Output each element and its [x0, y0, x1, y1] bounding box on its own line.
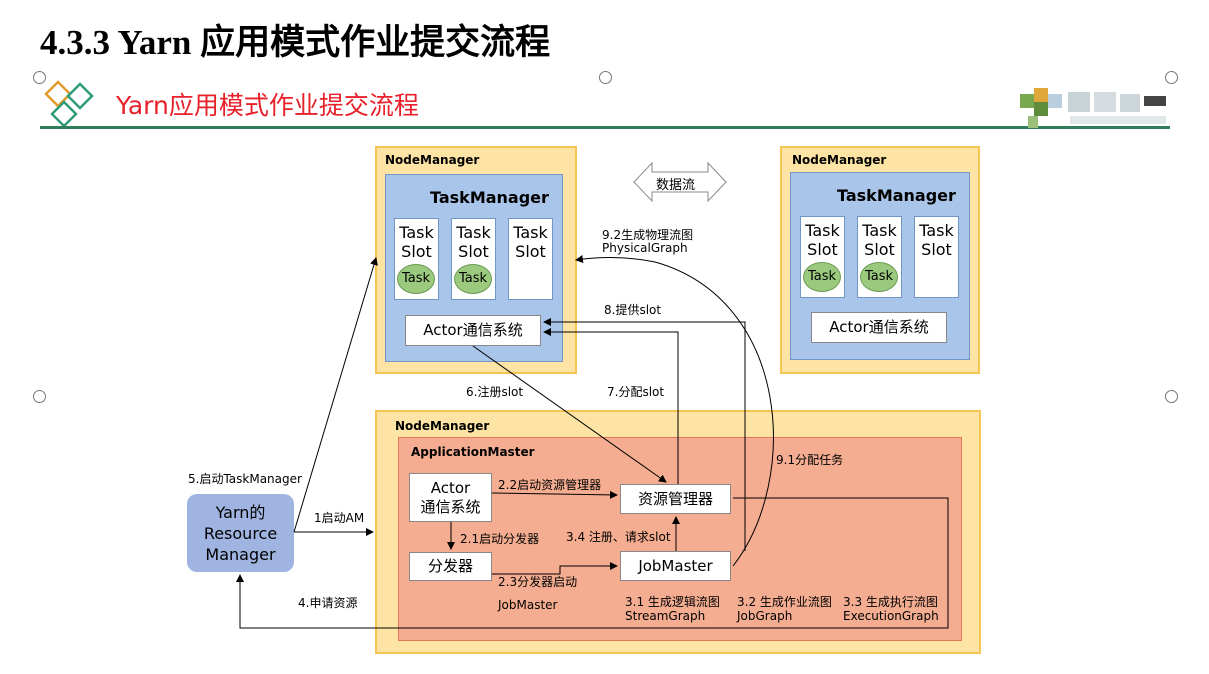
dispatcher-box: 分发器: [409, 552, 492, 581]
task-slot-label-1: Task: [399, 223, 434, 242]
step-5-label: 5.启动TaskManager: [188, 472, 302, 486]
step-3-4-label: 3.4 注册、请求slot: [566, 530, 671, 544]
step-9-2-label: 9.2生成物理流图: [602, 228, 694, 242]
task-node: Task: [454, 264, 492, 294]
step-3-3-label: 3.3 生成执行流图: [843, 595, 938, 609]
step-9-1-label: 9.1分配任务: [776, 453, 844, 467]
title-rule: [40, 126, 1170, 129]
step-3-1-label: 3.1 生成逻辑流图: [625, 595, 720, 609]
data-flow-label: 数据流: [656, 178, 696, 193]
actor-system-2: Actor通信系统: [811, 312, 947, 343]
task-slot-label-1: Task: [862, 221, 897, 240]
task-slot-label-1: Task: [456, 223, 491, 242]
selection-handle-top-center[interactable]: [599, 71, 612, 84]
am-actor-line1: Actor: [430, 479, 471, 497]
step-3-2-label: 3.2 生成作业流图: [737, 595, 832, 609]
yarn-resource-manager: Yarn的 Resource Manager: [187, 494, 294, 572]
task-slot: Task Slot: [508, 218, 553, 300]
data-flow-arrow-icon: [633, 161, 727, 203]
task-slot-label-2: Slot: [458, 242, 489, 261]
step-2-3-jobmaster-label: JobMaster: [498, 598, 558, 612]
yarn-rm-line1: Yarn的: [215, 503, 266, 522]
task-slot-label-2: Slot: [401, 242, 432, 261]
task-slot-label-2: Slot: [864, 240, 895, 259]
am-actor-line2: 通信系统: [420, 498, 481, 516]
node-manager-1-label: NodeManager: [385, 153, 480, 167]
task-node: Task: [803, 262, 841, 292]
node-manager-3-label: NodeManager: [395, 419, 490, 433]
selection-handle-top-left[interactable]: [33, 71, 46, 84]
task-node: Task: [860, 262, 898, 292]
task-manager-1-label: TaskManager: [430, 188, 549, 207]
selection-handle-middle-left[interactable]: [33, 390, 46, 403]
task-slot: Task Slot: [914, 216, 959, 298]
task-slot-label-1: Task: [513, 223, 548, 242]
resource-manager-box: 资源管理器: [620, 484, 731, 514]
slide-title: Yarn应用模式作业提交流程: [116, 91, 419, 120]
task-slot-label-1: Task: [805, 221, 840, 240]
step-2-1-label: 2.1启动分发器: [460, 532, 540, 546]
step-6-label: 6.注册slot: [466, 385, 524, 399]
task-slot-label-2: Slot: [515, 242, 546, 261]
am-actor-system: Actor 通信系统: [409, 473, 492, 522]
application-master-label: ApplicationMaster: [411, 445, 535, 459]
jobmaster-box: JobMaster: [620, 551, 731, 581]
selection-handle-top-right[interactable]: [1165, 71, 1178, 84]
application-master: ApplicationMaster: [398, 437, 962, 641]
step-3-3-sub-label: ExecutionGraph: [843, 609, 939, 623]
page-title: 4.3.3 Yarn 应用模式作业提交流程: [40, 23, 551, 62]
task-slot-label-2: Slot: [807, 240, 838, 259]
blurred-logo-icon: [1020, 88, 1170, 132]
task-slot-label-1: Task: [919, 221, 954, 240]
step-3-2-sub-label: JobGraph: [737, 609, 793, 623]
task-manager-2-label: TaskManager: [837, 186, 956, 205]
step-2-2-label: 2.2启动资源管理器: [498, 478, 602, 492]
task-slot-label-2: Slot: [921, 240, 952, 259]
node-manager-2-label: NodeManager: [792, 153, 887, 167]
step-1-label: 1启动AM: [314, 511, 365, 525]
step-3-1-sub-label: StreamGraph: [625, 609, 706, 623]
actor-system-1: Actor通信系统: [405, 315, 541, 346]
yarn-rm-line2: Resource: [203, 524, 278, 543]
selection-handle-middle-right[interactable]: [1165, 390, 1178, 403]
step-4-label: 4.申请资源: [298, 596, 358, 610]
step-9-2-sub-label: PhysicalGraph: [602, 241, 688, 255]
step-8-label: 8.提供slot: [604, 303, 662, 317]
task-node: Task: [397, 264, 435, 294]
step-7-label: 7.分配slot: [607, 385, 665, 399]
step-2-3-label: 2.3分发器启动: [498, 575, 578, 589]
yarn-rm-line3: Manager: [205, 545, 276, 564]
